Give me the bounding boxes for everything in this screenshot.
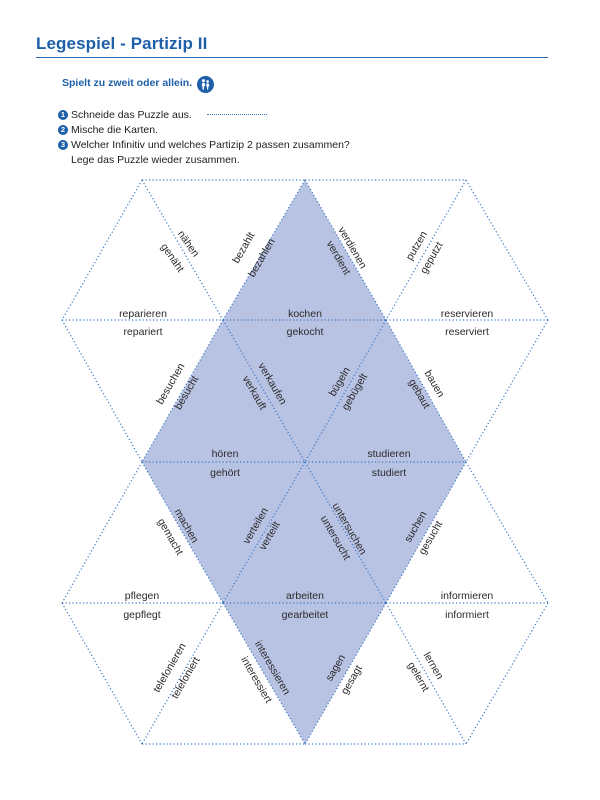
instruction-step-1: 1 Schneide das Puzzle aus.: [58, 108, 350, 123]
participle-label: gearbeitet: [282, 609, 329, 621]
infinitive-label: hören: [212, 448, 239, 460]
step-number-1: 1: [58, 110, 68, 120]
cut-line: [61, 319, 143, 463]
instruction-step-2: 2 Mische die Karten.: [58, 123, 350, 138]
cut-lines: [61, 179, 549, 745]
infinitive-label: pflegen: [125, 590, 160, 602]
instruction-text-1: Schneide das Puzzle aus.: [71, 109, 192, 121]
cut-line: [61, 602, 143, 745]
cut-line: [141, 602, 224, 745]
participle-label: studiert: [372, 467, 407, 479]
infinitive-label: reparieren: [119, 308, 167, 320]
cut-line: [385, 179, 467, 321]
cut-line: [385, 319, 467, 463]
infinitive-label: informieren: [441, 590, 494, 602]
step-number-2: 2: [58, 125, 68, 135]
cut-line: [61, 179, 143, 321]
infinitive-label: studieren: [367, 448, 410, 460]
participle-label: informiert: [445, 609, 489, 621]
cut-line: [465, 319, 549, 463]
cut-line: [385, 461, 467, 604]
cut-line: [465, 602, 549, 745]
participle-label: genäht: [158, 241, 186, 274]
cut-line: [141, 179, 224, 321]
cut-line: [222, 461, 306, 604]
instruction-text-3: Welcher Infinitiv und welches Partizip 2…: [71, 139, 350, 151]
dotted-cut-line-icon: [206, 113, 267, 115]
cut-line: [465, 461, 549, 604]
cut-line: [304, 179, 387, 321]
participle-label: gehört: [210, 467, 240, 479]
cut-line: [385, 602, 467, 745]
infinitive-label: reservieren: [441, 308, 494, 320]
instruction-continuation: Lege das Puzzle wieder zusammen.: [71, 154, 240, 166]
subtitle: Spielt zu zweit oder allein.: [62, 77, 193, 89]
cut-line: [222, 602, 306, 745]
people-pair-icon: [197, 76, 214, 93]
participle-label: gepflegt: [123, 609, 160, 621]
infinitive-label: kochen: [288, 308, 322, 320]
instruction-text-2: Mische die Karten.: [71, 124, 158, 136]
cut-line: [61, 461, 143, 604]
title-underline: [36, 57, 548, 58]
participle-label: reserviert: [445, 326, 489, 338]
instruction-step-3: 3 Welcher Infinitiv und welches Partizip…: [58, 138, 350, 153]
instruction-list: 1 Schneide das Puzzle aus. 2 Mische die …: [58, 108, 350, 168]
cut-line: [222, 179, 306, 321]
cut-line: [141, 461, 224, 604]
infinitive-label: arbeiten: [286, 590, 324, 602]
cut-line: [304, 602, 387, 745]
cut-line: [304, 461, 387, 604]
cut-line: [465, 179, 549, 321]
page-title: Legespiel - Partizip II: [36, 34, 208, 53]
step-number-3: 3: [58, 140, 68, 150]
participle-label: gekocht: [287, 326, 324, 338]
cut-line: [222, 319, 306, 463]
participle-label: repariert: [123, 326, 162, 338]
